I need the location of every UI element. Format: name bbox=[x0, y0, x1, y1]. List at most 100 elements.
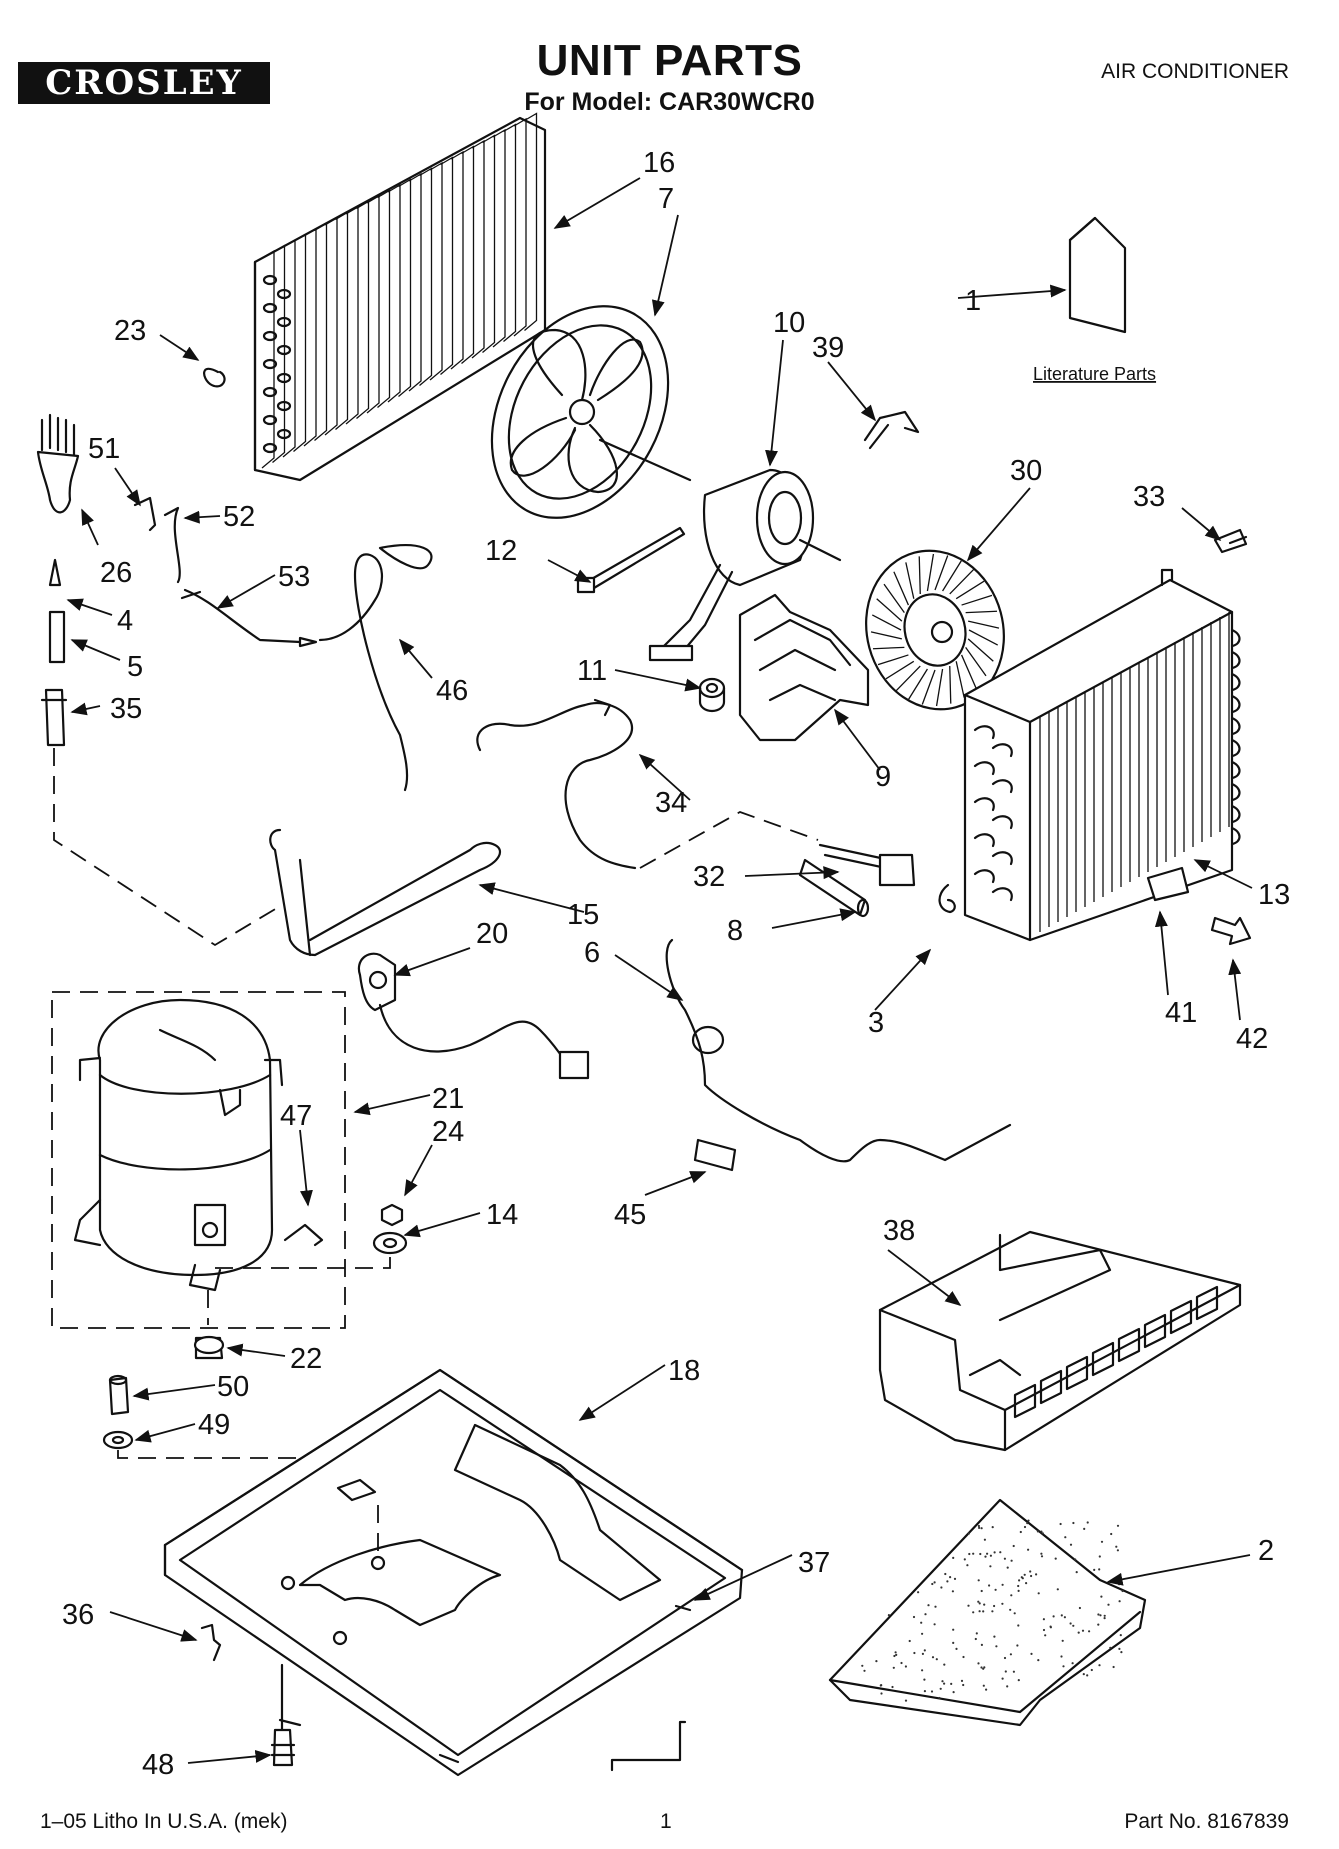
filter-texture-dot bbox=[1016, 1644, 1019, 1647]
filter-texture-dot bbox=[933, 1581, 936, 1584]
leader-line bbox=[874, 948, 932, 1011]
evaporator-return bbox=[1230, 826, 1241, 846]
condenser-fin bbox=[335, 211, 349, 430]
leader-line bbox=[1181, 507, 1222, 542]
filter-texture-dot bbox=[993, 1635, 996, 1638]
condenser-fin bbox=[366, 194, 380, 414]
filter-texture-dot bbox=[934, 1605, 937, 1608]
callout-52: 52 bbox=[223, 501, 255, 533]
filter-texture-dot bbox=[983, 1538, 987, 1541]
filter-slot bbox=[1195, 1285, 1219, 1321]
filter-texture-dot bbox=[1056, 1588, 1059, 1591]
filter-texture-dot bbox=[1063, 1616, 1066, 1619]
condenser-fin bbox=[377, 189, 391, 408]
callout-51: 51 bbox=[88, 433, 120, 465]
blower-blade bbox=[961, 594, 993, 606]
filter-texture-dot bbox=[955, 1647, 958, 1650]
callout-24: 24 bbox=[432, 1116, 464, 1148]
leader-line bbox=[134, 1423, 196, 1443]
blower-blade bbox=[934, 555, 949, 591]
filter-texture-dot bbox=[1099, 1614, 1102, 1617]
product-category: AIR CONDITIONER bbox=[1101, 60, 1289, 83]
filter-texture-dot bbox=[1012, 1544, 1015, 1548]
filter-texture-dot bbox=[953, 1577, 957, 1580]
filter-texture-dot bbox=[985, 1688, 988, 1691]
blower-blade bbox=[949, 568, 975, 595]
compressor-box bbox=[51, 991, 346, 1329]
filter-slot bbox=[1169, 1299, 1193, 1335]
filter-texture-dot bbox=[927, 1604, 930, 1607]
brand-logo: CROSLEY bbox=[18, 62, 270, 104]
filter-texture-dot bbox=[1041, 1532, 1044, 1535]
filter-texture-dot bbox=[943, 1682, 946, 1685]
filter-texture-dot bbox=[1027, 1519, 1030, 1522]
filter-texture-dot bbox=[1093, 1568, 1096, 1571]
part-clip-47 bbox=[283, 1223, 324, 1247]
evaporator-return bbox=[1230, 738, 1241, 758]
filter-texture-dot bbox=[1097, 1623, 1100, 1626]
filter-texture-dot bbox=[1023, 1573, 1026, 1576]
part-grommet bbox=[698, 677, 726, 713]
condenser-tube bbox=[276, 316, 292, 328]
filter-texture-dot bbox=[999, 1551, 1002, 1554]
filter-texture-dot bbox=[1100, 1540, 1104, 1543]
filter-texture-dot bbox=[1017, 1584, 1020, 1588]
line-35 bbox=[53, 748, 283, 947]
filter-texture-dot bbox=[1013, 1612, 1016, 1615]
filter-texture-dot bbox=[923, 1678, 926, 1681]
leader-line bbox=[827, 361, 877, 422]
leader-line bbox=[1106, 1554, 1251, 1586]
evaporator-tube bbox=[991, 851, 1013, 866]
leader-line bbox=[834, 708, 881, 771]
footer-page-number: 1 bbox=[660, 1810, 672, 1833]
filter-texture-dot bbox=[984, 1555, 987, 1558]
filter-texture-dot bbox=[1009, 1608, 1012, 1611]
filter-texture-dot bbox=[951, 1590, 955, 1593]
callout-39: 39 bbox=[812, 332, 844, 364]
filter-texture-dot bbox=[1042, 1628, 1046, 1632]
evaporator-return bbox=[1230, 672, 1241, 692]
part-41 bbox=[1146, 866, 1190, 902]
evaporator-tube bbox=[973, 833, 995, 848]
filter-texture-dot bbox=[960, 1679, 964, 1682]
callout-37: 37 bbox=[798, 1547, 830, 1579]
filter-texture-dot bbox=[879, 1684, 882, 1687]
filter-texture-dot bbox=[1120, 1651, 1123, 1654]
blower-blade bbox=[883, 583, 905, 614]
leader-line bbox=[70, 702, 101, 716]
filter-texture-dot bbox=[908, 1639, 911, 1643]
filter-texture-dot bbox=[968, 1552, 971, 1556]
part-washer-14 bbox=[372, 1231, 408, 1255]
filter-texture-dot bbox=[1103, 1614, 1106, 1617]
condenser-fin bbox=[282, 238, 296, 458]
filter-texture-dot bbox=[1035, 1573, 1038, 1576]
callout-42: 42 bbox=[1236, 1023, 1268, 1055]
condenser-fin bbox=[524, 112, 538, 331]
blower-blade bbox=[876, 598, 903, 622]
part-tube-53 bbox=[180, 588, 318, 648]
filter-texture-dot bbox=[995, 1645, 998, 1648]
filter-texture-dot bbox=[1026, 1522, 1029, 1525]
callout-5: 5 bbox=[127, 651, 143, 683]
filter-texture-dot bbox=[972, 1552, 975, 1555]
callout-15: 15 bbox=[567, 899, 599, 931]
filter-texture-dot bbox=[944, 1572, 947, 1576]
filter-texture-dot bbox=[930, 1690, 934, 1693]
leader-line bbox=[638, 753, 691, 801]
evaporator-tube bbox=[973, 797, 995, 812]
part-tube-15 bbox=[269, 828, 502, 957]
filter-texture-dot bbox=[1001, 1677, 1004, 1680]
filter-texture-dot bbox=[980, 1589, 983, 1593]
callout-46: 46 bbox=[436, 675, 468, 707]
filter-texture-dot bbox=[980, 1666, 983, 1669]
condenser-fin bbox=[408, 172, 422, 392]
leader-line bbox=[226, 1343, 286, 1357]
filter-texture-dot bbox=[861, 1664, 864, 1667]
callout-10: 10 bbox=[773, 307, 805, 339]
condenser-fin bbox=[492, 128, 506, 348]
filter-texture-dot bbox=[991, 1610, 994, 1613]
blower-blade bbox=[967, 638, 994, 662]
filter-texture-dot bbox=[1109, 1646, 1112, 1649]
leader-line bbox=[114, 467, 141, 507]
